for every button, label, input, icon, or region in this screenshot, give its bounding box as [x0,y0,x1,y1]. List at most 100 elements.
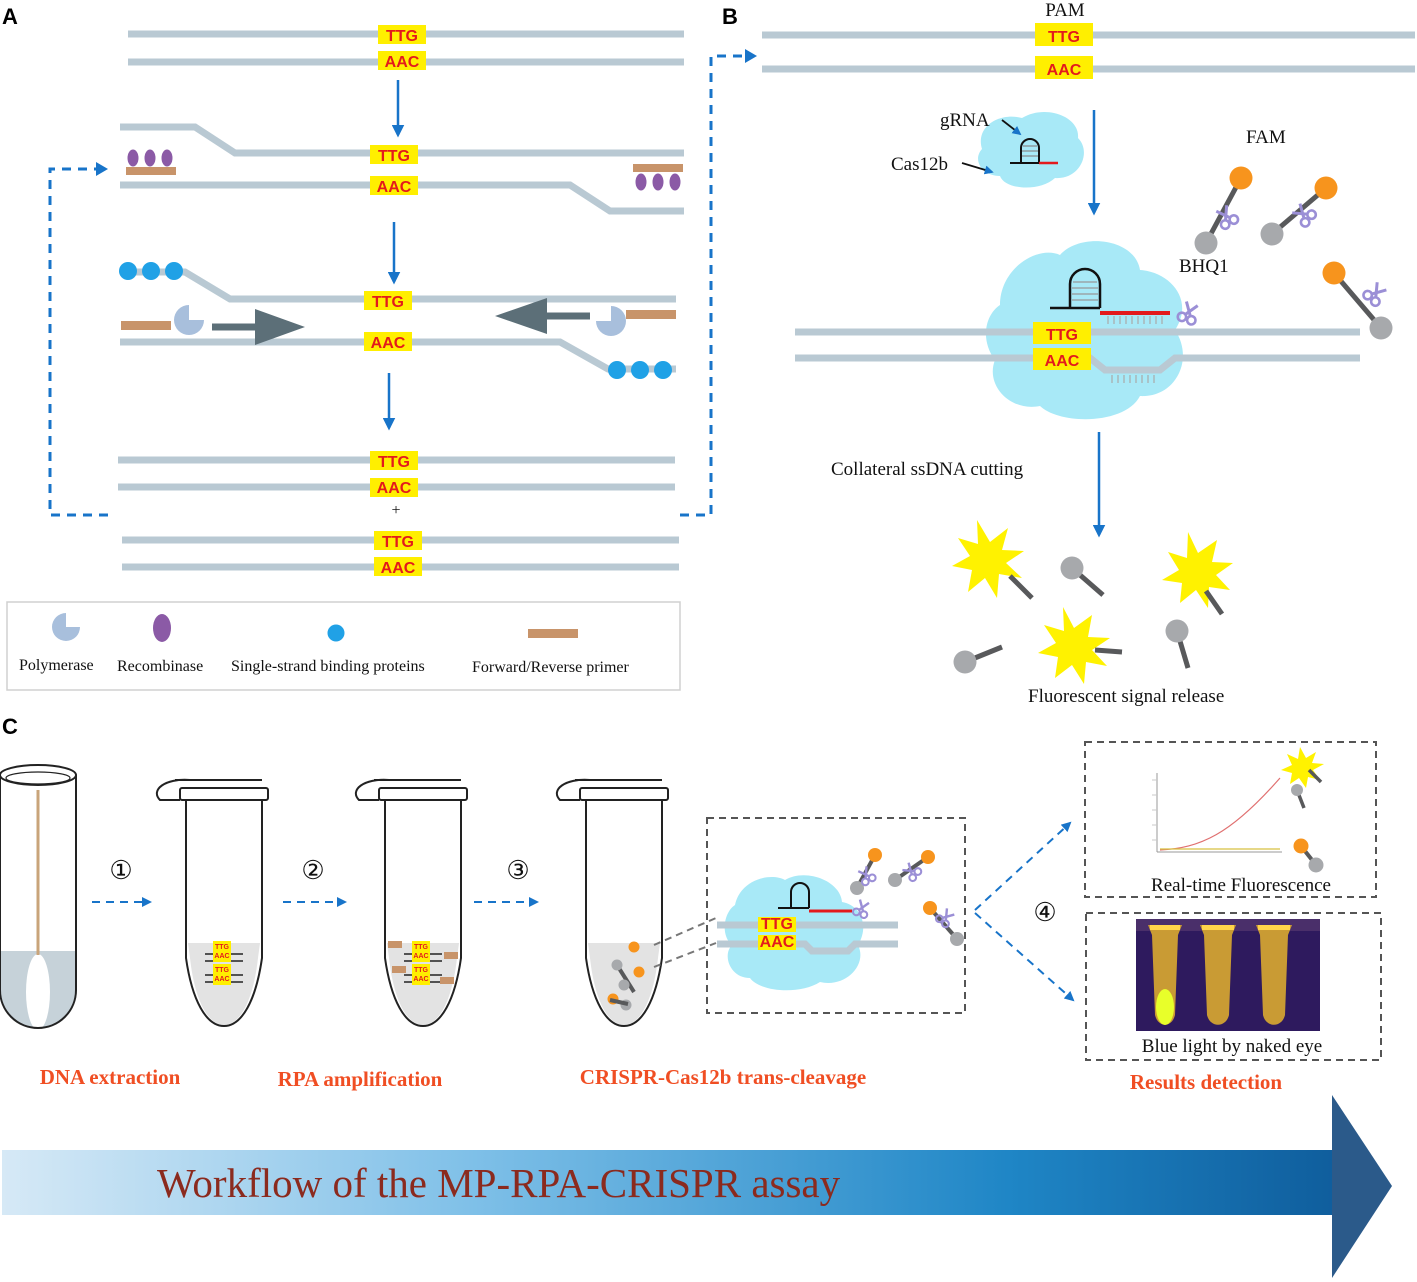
legend: Polymerase Recombinase Single-strand bin… [6,601,681,691]
amplification-curve [1159,777,1281,851]
bhq1-label: BHQ1 [1179,256,1229,277]
ssb-protein [608,361,626,379]
to-panel-b-arrow [680,54,745,517]
step-arrow-2: ② [283,856,347,907]
seq-ttg: TTG [372,294,404,311]
plus-sign: + [391,502,400,519]
seq-ttg: TTG [382,534,414,551]
recombinase [635,173,647,191]
ssb-protein [119,262,137,280]
cycle-arrow [48,167,108,517]
burst-icon [1038,607,1110,684]
ssb-protein [631,361,649,379]
bluelight-label: Blue light by naked eye [1142,1036,1322,1057]
seq-aac: AAC [413,953,428,960]
cloud-icon [724,875,864,991]
seq-ttg: TTG [1048,29,1080,46]
stage-crispr-cleavage: CRISPR-Cas12b trans-cleavage [580,1065,866,1089]
pcr-tube [555,778,669,1028]
primer-icon [528,629,578,638]
seq-ttg: TTG [378,148,410,165]
reporter-probe [1194,166,1253,255]
reverse-primer [626,310,676,319]
polymerase-icon [52,613,80,641]
seq-ttg: TTG [1046,327,1078,344]
recombinase [161,149,173,167]
polymerase [174,305,204,335]
a-amplified-copies: TTG AAC + TTG AAC [118,451,679,577]
step-1: ① [109,856,132,885]
ssb-icon [327,624,345,642]
recombinase [669,173,681,191]
pam-label: PAM [1045,0,1085,21]
panel-label-b: B [722,4,738,29]
workflow-title: Workflow of the MP-RPA-CRISPR assay [157,1160,841,1206]
fluorescent-release [952,520,1233,684]
extraction-tube [0,764,77,1030]
forward-primer [126,167,176,175]
seq-aac: AAC [214,953,229,960]
recombinase [652,173,664,191]
seq-ttg: TTG [215,944,230,951]
arrow-icon [974,821,1072,911]
seq-aac: AAC [214,976,229,983]
cloud-icon [978,111,1084,188]
seq-ttg: TTG [386,28,418,45]
seq-aac: AAC [377,179,412,196]
stage-rpa-amplification: RPA amplification [278,1067,443,1091]
legend-ssb: Single-strand binding proteins [231,658,425,675]
seq-aac: AAC [381,560,416,577]
panel-label-a: A [2,4,18,29]
arrow-icon [745,49,757,63]
step-arrow-3: ③ [474,856,539,907]
arrow-icon [495,298,547,334]
reporter-probe [1260,176,1338,246]
legend-primer: Forward/Reverse primer [472,659,630,676]
scissors-icon [1360,278,1391,309]
a-polymerase-extension: TTG AAC [119,262,676,379]
legend-polymerase: Polymerase [19,657,94,674]
arrow-icon [96,162,108,176]
reverse-primer [633,164,683,172]
step-4: ④ [1033,898,1056,927]
legend-recombinase: Recombinase [117,658,203,675]
seq-ttg: TTG [378,454,410,471]
burst-icon [952,520,1024,598]
bluelight-box: Blue light by naked eye [1085,912,1382,1061]
recombinase [127,149,139,167]
seq-aac: AAC [371,335,406,352]
ssb-protein [165,262,183,280]
pcr-tube: TTG AAC TTG AAC [354,778,468,1028]
seq-aac: AAC [385,54,420,71]
seq-aac: AAC [413,976,428,983]
seq-aac: AAC [1047,62,1082,79]
arrow-icon [255,309,305,345]
stage-dna-extraction: DNA extraction [40,1065,181,1089]
cas12b-bound-target: TTG AAC [795,241,1360,420]
grna-label: gRNA [940,110,990,131]
pcr-tube: TTG AAC TTG AAC [155,778,269,1028]
recombinase [144,149,156,167]
step-arrow-1: ① [92,856,152,907]
a-dsdna-1: TTG AAC [128,25,684,71]
polymerase [596,306,626,336]
seq-ttg: TTG [215,967,230,974]
ssb-protein [654,361,672,379]
fam-label: FAM [1246,127,1286,148]
seq-aac: AAC [1045,353,1080,370]
signal-release-label: Fluorescent signal release [1028,686,1224,707]
arrow-icon [974,912,1075,1002]
panel-label-c: C [2,714,18,739]
recombinase-icon [153,614,171,642]
reporter-probe [1322,261,1393,340]
collateral-cutting-label: Collateral ssDNA cutting [831,459,1024,480]
a-strand-invasion: TTG AAC [120,123,684,215]
zoom-box: TTG AAC [653,817,966,1014]
seq-aac: AAC [760,934,795,951]
burst-icon [1162,532,1233,608]
seq-ttg: TTG [414,967,429,974]
seq-ttg: TTG [761,916,793,933]
realtime-fluorescence-box: Real-time Fluorescence [1084,741,1377,898]
arrow-icon [1332,1095,1392,1278]
